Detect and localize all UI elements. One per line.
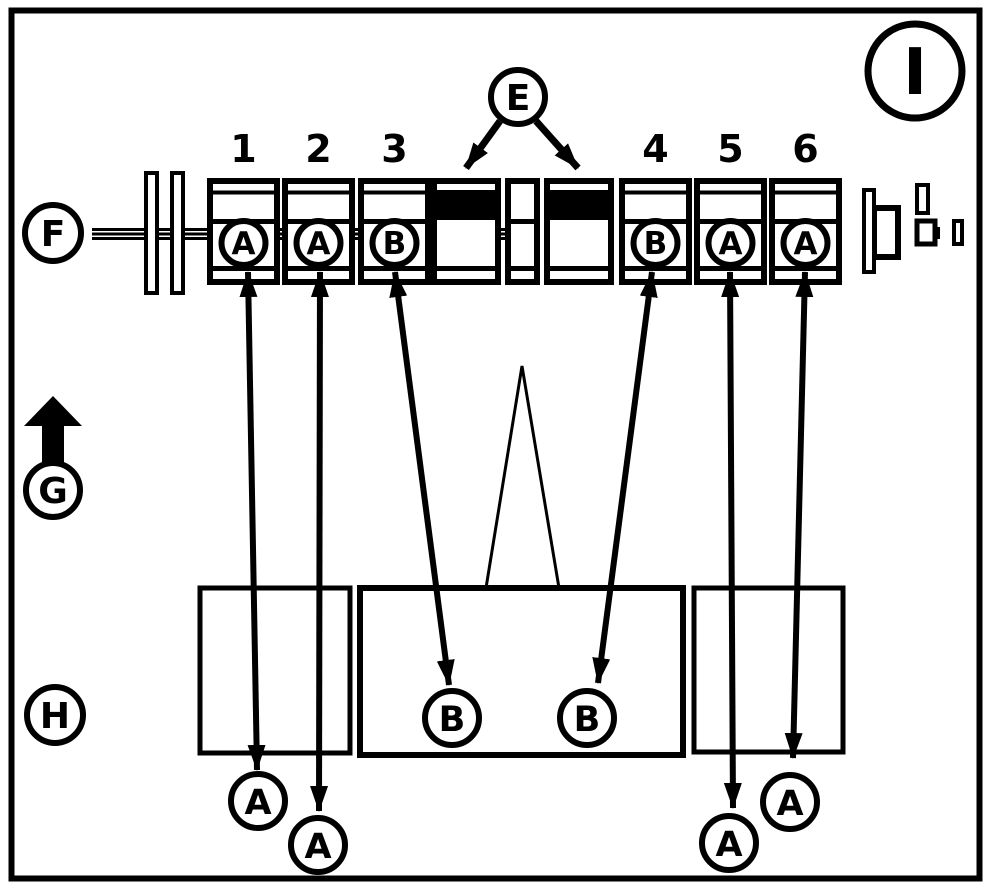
lower-grade-6: A	[760, 772, 820, 832]
journal-block-5: A	[694, 178, 767, 285]
crank-rear-parts	[862, 183, 964, 274]
pulley-rear	[170, 171, 185, 295]
callout-g-circle	[23, 460, 83, 520]
grade-letter-4: B	[644, 226, 668, 262]
lower-grade-3: B	[422, 688, 482, 748]
cylinder-number-5: 5	[717, 127, 743, 171]
lower-grade-4: B	[557, 688, 617, 748]
callout-e: E	[463, 67, 581, 171]
rear-washer	[952, 219, 964, 246]
grade-letter-1: A	[232, 226, 256, 262]
callout-e-label: E	[506, 78, 531, 119]
grade-arrow-2	[310, 271, 329, 812]
grade-circle-6	[780, 218, 831, 268]
grade-arrow-1	[239, 271, 266, 771]
e-leader-left	[463, 118, 503, 171]
rear-key	[915, 183, 930, 215]
callout-e-circle	[488, 67, 548, 127]
crank-front-assembly: F	[22, 171, 213, 295]
lower-box-right	[691, 585, 846, 755]
cylinder-number-2: 2	[305, 127, 331, 171]
grade-circle-3	[369, 218, 420, 268]
black-mark-band-right	[550, 190, 608, 220]
pointer-triangle	[484, 365, 561, 589]
callout-g: G	[23, 396, 83, 520]
lower-grade-letter-3: B	[439, 700, 466, 740]
grade-circle-2	[293, 218, 344, 268]
callout-f-label: F	[41, 214, 66, 255]
grade-arrow-3	[389, 271, 455, 686]
marked-journal-left	[431, 178, 501, 285]
grade-circle-5	[705, 218, 756, 268]
callout-h-label: H	[40, 696, 70, 737]
black-mark-band-left	[437, 190, 495, 220]
lower-grade-letter-6: A	[776, 784, 803, 824]
cylinder-numbers: 1 2 3 4 5 6	[230, 127, 818, 171]
callout-i-label: I	[903, 36, 927, 110]
e-leader-right	[533, 118, 581, 171]
lower-grade-letter-1: A	[244, 783, 271, 823]
grade-circle-1	[218, 218, 269, 268]
rear-bolt-tab	[935, 227, 940, 239]
lower-grade-5: A	[699, 813, 759, 873]
cylinder-number-4: 4	[642, 127, 668, 171]
lower-grade-letter-2: A	[304, 827, 331, 867]
grade-arrow-5	[721, 271, 742, 809]
cylinder-number-3: 3	[381, 127, 407, 171]
journal-block-4: B	[619, 178, 692, 285]
up-arrow	[24, 396, 82, 464]
journal-block-6: A	[769, 178, 842, 285]
lower-grade-2: A	[288, 815, 348, 875]
lower-box-left	[197, 585, 353, 756]
cylinder-number-1: 1	[230, 127, 256, 171]
callout-i-circle	[864, 20, 966, 122]
journal-block-1: A	[207, 178, 280, 285]
callout-i: I	[864, 20, 966, 122]
lower-box-middle	[357, 585, 686, 758]
lower-grade-1: A	[228, 771, 288, 831]
journal-block-3: B	[358, 178, 431, 285]
grade-letter-6: A	[794, 226, 818, 262]
grade-arrow-6	[784, 271, 814, 759]
rear-bolt-head	[914, 218, 938, 247]
grade-arrow-4	[592, 271, 658, 684]
lower-grade-letter-5: A	[715, 825, 742, 865]
center-journal	[505, 178, 540, 285]
lower-grade-letter-4: B	[574, 700, 601, 740]
grade-letter-2: A	[307, 226, 331, 262]
marked-journal-right	[544, 178, 614, 285]
rear-plate	[862, 188, 876, 274]
callout-f-circle	[22, 202, 84, 264]
journal-block-2: A	[282, 178, 355, 285]
callout-h: H	[24, 684, 86, 746]
pulley-front	[144, 171, 159, 295]
grade-letter-3: B	[383, 226, 407, 262]
grade-circle-4	[630, 218, 681, 268]
callout-h-circle	[24, 684, 86, 746]
grade-arrows	[239, 271, 814, 812]
rear-flange	[871, 205, 901, 260]
callout-g-label: G	[38, 471, 68, 512]
grade-letter-5: A	[719, 226, 743, 262]
cylinder-number-6: 6	[792, 127, 818, 171]
